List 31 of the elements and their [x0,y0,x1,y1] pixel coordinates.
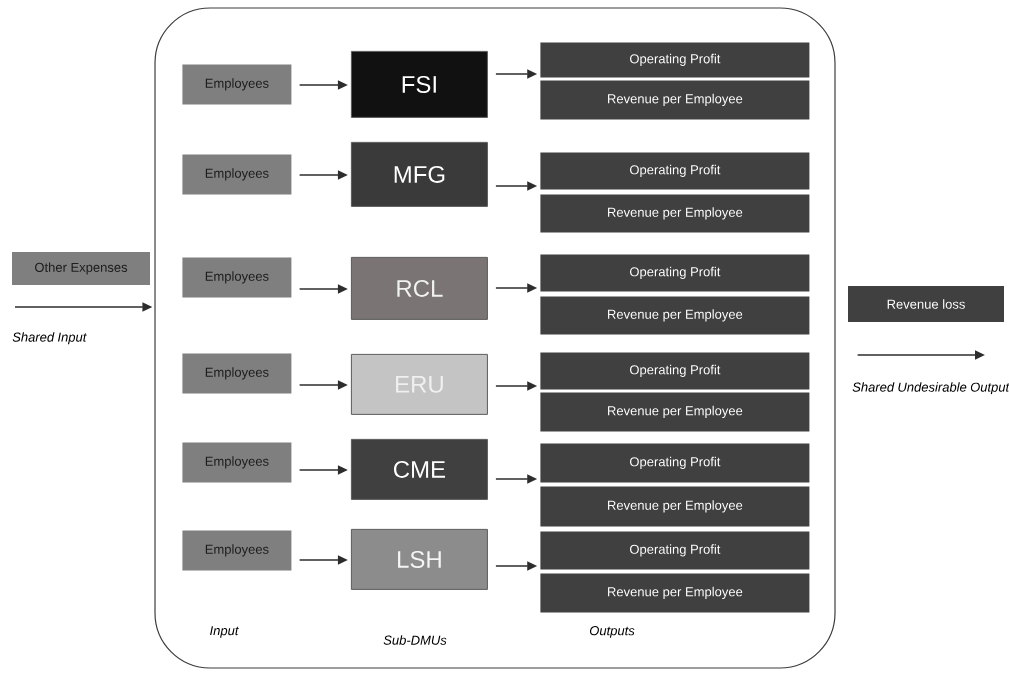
column-label: Sub-DMUs [383,635,447,645]
input-box: Other Expenses [12,252,150,285]
input-box: Employees [182,353,292,394]
output-box: Operating Profit [540,254,810,292]
input-box: Employees [182,530,292,571]
unit-box: FSI [350,50,488,118]
output-box: Operating Profit [540,42,810,78]
column-label: Input [210,626,239,638]
input-box: Employees [182,257,292,298]
output-box: Revenue loss [848,286,1004,322]
column-label: Outputs [589,626,635,638]
output-box: Revenue per Employee [540,573,810,613]
output-box: Operating Profit [540,152,810,190]
container-frame [154,7,836,669]
input-box: Employees [182,154,292,195]
output-box: Revenue per Employee [540,194,810,233]
edge-label: Shared Input [12,332,87,345]
output-box: Operating Profit [540,443,810,483]
unit-box: MFG [350,141,488,207]
unit-box: RCL [350,256,488,320]
unit-box: CME [350,438,488,500]
input-box: Employees [182,442,292,483]
output-box: Operating Profit [540,352,810,390]
edge-label: Shared Undesirable Output [852,382,1009,395]
output-box: Revenue per Employee [540,486,810,527]
output-box: Operating Profit [540,531,810,570]
output-box: Revenue per Employee [540,80,810,120]
unit-box: LSH [350,528,488,590]
output-box: Revenue per Employee [540,392,810,432]
output-box: Revenue per Employee [540,296,810,335]
input-box: Employees [182,64,292,105]
